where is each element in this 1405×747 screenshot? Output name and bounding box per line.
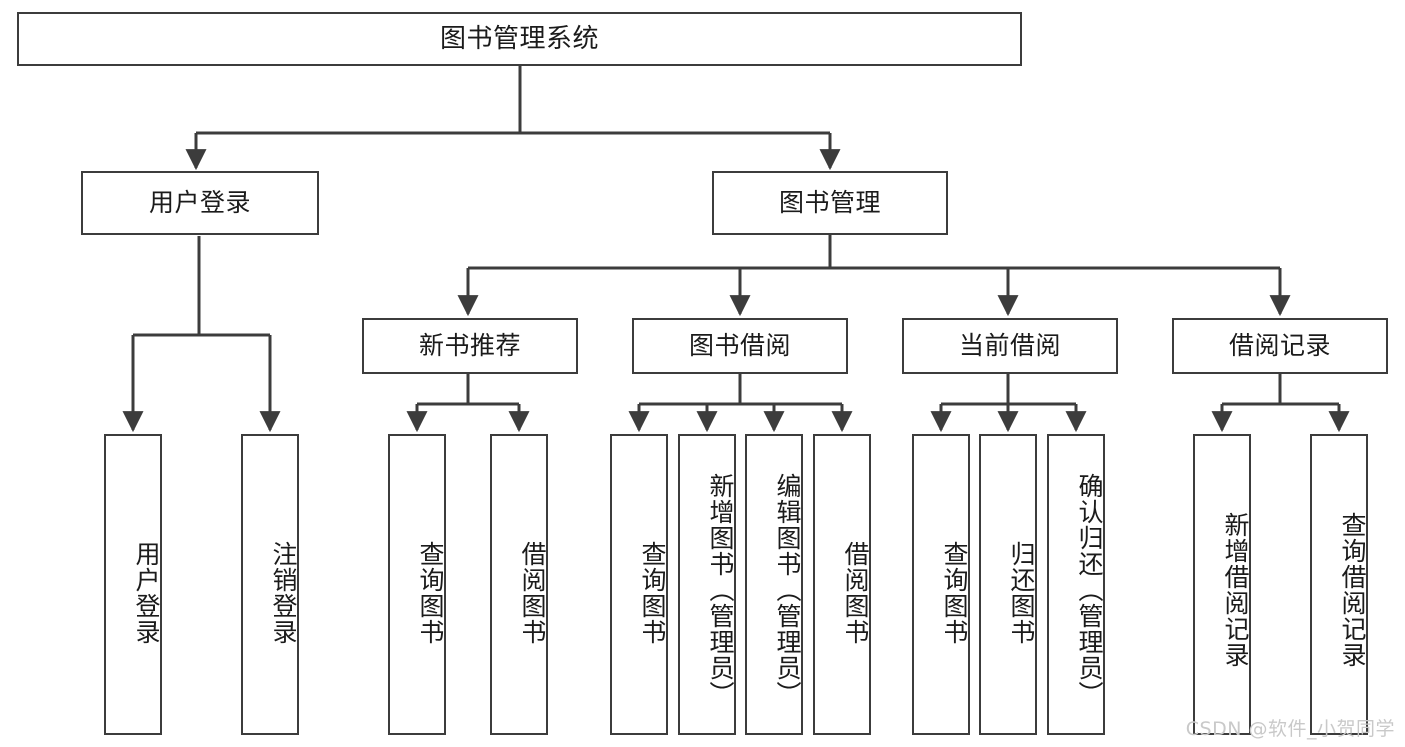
leaf-borrow-record-add-record[interactable]: 新增借阅记录 [1193,434,1251,735]
leaf-borrow-record-query-record[interactable]: 查询借阅记录 [1310,434,1368,735]
leaf-current-borrow-confirm-return-admin[interactable]: 确认归还（管理员） [1047,434,1105,735]
leaf-book-borrow-edit-book-admin[interactable]: 编辑图书（管理员） [745,434,803,735]
node-label: 用户登录 [132,540,161,645]
node-label: 当前借阅 [958,331,1061,361]
watermark: CSDN @软件_小贺同学 [1185,718,1395,740]
node-user-login[interactable]: 用户登录 [81,171,319,235]
node-current-borrow[interactable]: 当前借阅 [902,318,1118,374]
leaf-user-login-logout[interactable]: 注销登录 [241,434,299,735]
node-label: 查询图书 [940,540,969,645]
node-label: 注销登录 [269,540,298,645]
node-new-book-recommend[interactable]: 新书推荐 [362,318,578,374]
node-borrow-record[interactable]: 借阅记录 [1172,318,1388,374]
node-label: 借阅图书 [518,540,547,645]
node-label: 图书管理 [778,188,881,218]
node-label: 借阅图书 [841,540,870,645]
node-label: 新书推荐 [418,331,521,361]
node-label: 确认归还（管理员） [1075,472,1104,707]
node-label: 图书管理系统 [439,23,599,54]
node-label: 查询图书 [416,540,445,645]
node-book-borrow[interactable]: 图书借阅 [632,318,848,374]
node-label: 新增图书（管理员） [706,472,735,707]
node-label: 查询图书 [638,540,667,645]
leaf-current-borrow-return-book[interactable]: 归还图书 [979,434,1037,735]
node-label: 新增借阅记录 [1221,511,1250,668]
node-label: 查询借阅记录 [1338,511,1367,668]
node-label: 借阅记录 [1228,331,1331,361]
leaf-book-borrow-add-book-admin[interactable]: 新增图书（管理员） [678,434,736,735]
leaf-current-borrow-query-book[interactable]: 查询图书 [912,434,970,735]
node-label: 用户登录 [148,188,251,218]
leaf-book-borrow-borrow-book[interactable]: 借阅图书 [813,434,871,735]
leaf-user-login-login[interactable]: 用户登录 [104,434,162,735]
leaf-new-book-borrow-book[interactable]: 借阅图书 [490,434,548,735]
node-root-book-management-system[interactable]: 图书管理系统 [17,12,1022,66]
leaf-new-book-query-book[interactable]: 查询图书 [388,434,446,735]
leaf-book-borrow-query-book[interactable]: 查询图书 [610,434,668,735]
node-label: 图书借阅 [688,331,791,361]
node-label: 归还图书 [1007,540,1036,645]
node-label: 编辑图书（管理员） [773,472,802,707]
node-book-management[interactable]: 图书管理 [712,171,948,235]
